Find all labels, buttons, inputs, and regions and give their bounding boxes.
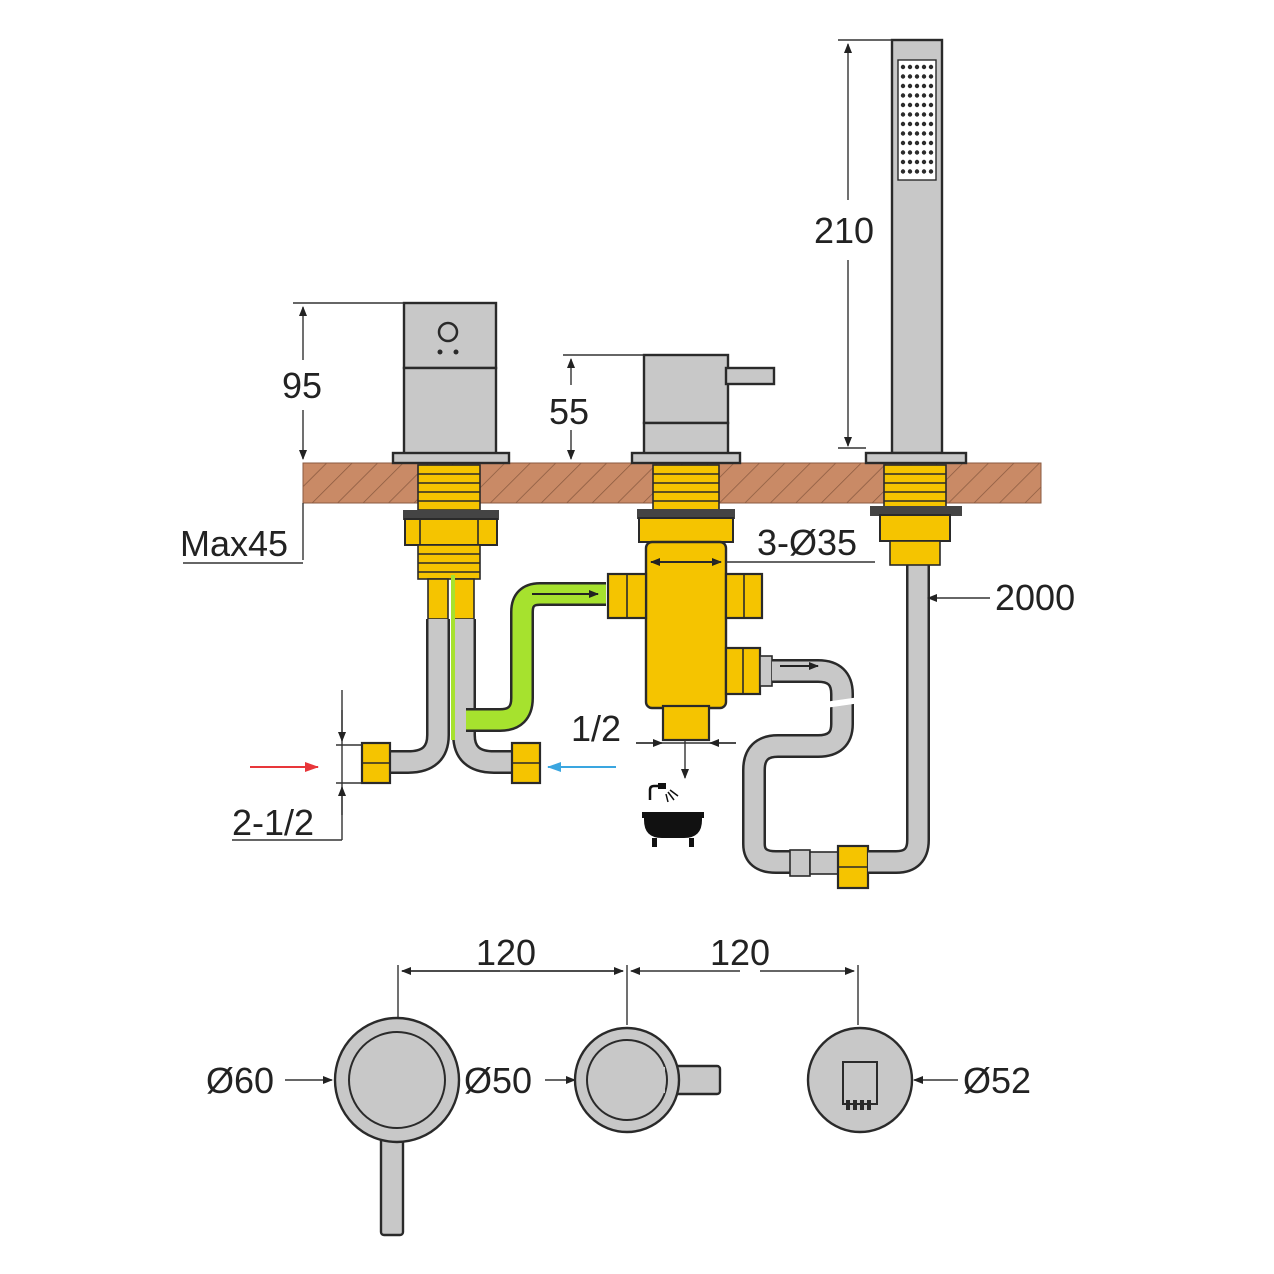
nozzle-dot [907,93,913,98]
nozzle-dot [900,64,906,70]
handshower-height-label: 210 [814,210,874,251]
nozzle-dot [928,169,934,174]
spout-threads [403,464,499,620]
nozzle-dot [907,83,913,89]
nozzle-dot [921,131,927,136]
nozzle-dot [928,140,934,146]
handshower-diameter-label: Ø52 [963,1060,1031,1101]
nozzle-dot [907,131,913,136]
nozzle-dot [900,140,906,146]
nozzle-dot [928,121,934,127]
nozzle-dot [921,121,927,127]
mixer-valve-body [606,464,773,742]
nozzle-dot [900,102,906,108]
nozzle-dot [928,74,934,79]
nozzle-dot [921,159,927,165]
nozzle-dot [907,64,913,70]
inlet-nut-hot [360,741,392,785]
nozzle-dot [914,140,920,146]
handshower [864,38,968,566]
nozzle-dot [914,159,920,165]
nozzle-dot [907,102,913,108]
nozzle-dot [914,112,920,117]
mixer-diameter-label: Ø50 [464,1060,532,1101]
mixer-handle [630,353,776,465]
inlet-thread-label: 2-1/2 [232,802,314,843]
nozzle-dot [914,102,920,108]
nozzle-dot [907,150,913,155]
nozzle-dot [914,74,920,79]
nozzle-dot [921,112,927,117]
outlet-thread-label: 1/2 [571,708,621,749]
nozzle-dot [914,83,920,89]
nozzle-dot [928,150,934,155]
nozzle-dot [921,140,927,146]
nozzle-dot [900,159,906,165]
nozzle-dot [907,74,913,79]
nozzle-dot [921,169,927,174]
nozzle-dot [914,131,920,136]
nozzle-dot [928,112,934,117]
nozzle-dot [900,150,906,155]
nozzle-dot [900,131,906,136]
spray-nozzles [900,64,934,174]
mixer-top-view [573,1026,722,1134]
mixed-water-pipe [466,582,606,732]
nozzle-dot [907,121,913,127]
nozzle-dot [928,83,934,89]
nozzle-dot [900,169,906,174]
deck-thickness-label: Max45 [180,523,288,564]
nozzle-dot [914,64,920,70]
nozzle-dot [921,83,927,89]
nozzle-dot [900,83,906,89]
nozzle-dot [907,159,913,165]
nozzle-dot [914,169,920,174]
inlet-hoses [390,575,512,774]
nozzle-dot [928,159,934,165]
top-view [285,965,958,1237]
nozzle-dot [928,102,934,108]
nozzle-dot [907,112,913,117]
nozzle-dot [921,74,927,79]
inlet-nut-cold [510,741,542,785]
bathtub-icon [642,783,704,847]
nozzle-dot [928,93,934,98]
spout-top-view [333,1016,461,1237]
handshower-hose [742,565,930,890]
spout-body [391,301,511,465]
nozzle-dot [921,150,927,155]
hole-diameter-label: 3-Ø35 [757,522,857,563]
spacing-right-label: 120 [710,932,770,973]
nozzle-dot [900,93,906,98]
spacing-left-label: 120 [476,932,536,973]
spout-diameter-label: Ø60 [206,1060,274,1101]
nozzle-dot [900,74,906,79]
nozzle-dot [907,140,913,146]
nozzle-dot [900,112,906,117]
handshower-top-view [806,1026,914,1134]
nozzle-dot [921,102,927,108]
nozzle-dot [914,93,920,98]
dimension-lines [183,39,990,841]
nozzle-dot [914,150,920,155]
nozzle-dot [907,169,913,174]
hose-length-label: 2000 [995,577,1075,618]
nozzle-dot [914,121,920,127]
spout-height-label: 95 [282,365,322,406]
nozzle-dot [928,131,934,136]
nozzle-dot [928,64,934,70]
nozzle-dot [921,64,927,70]
nozzle-dot [921,93,927,98]
mixer-height-label: 55 [549,391,589,432]
nozzle-dot [900,121,906,127]
